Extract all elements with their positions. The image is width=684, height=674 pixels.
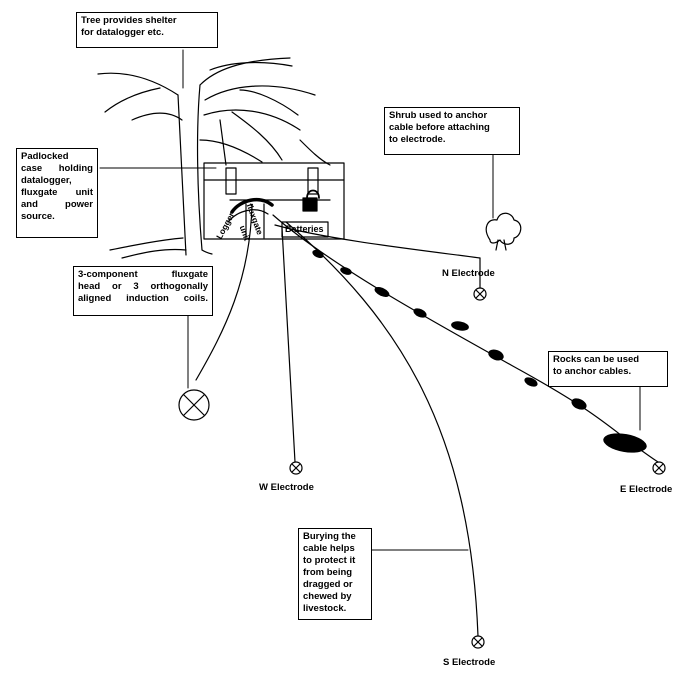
s-electrode-symbol (471, 635, 485, 649)
callout-line: to electrode. (389, 134, 446, 145)
callout-rocks-anchor: Rocks can be used to anchor cables. (548, 351, 668, 387)
fluxgate-head-symbol (178, 389, 210, 421)
rock-icon (451, 321, 469, 331)
callout-burying-cable: Burying the cable helps to protect it fr… (298, 528, 372, 620)
padlock-icon (302, 189, 320, 212)
rock-icon (312, 249, 324, 259)
callout-line: from being (303, 567, 353, 578)
callout-line: aligned induction coils. (78, 293, 208, 304)
s-electrode-label: S Electrode (443, 657, 496, 668)
callout-line: and power (21, 199, 93, 210)
callout-line: case holding (21, 163, 93, 174)
callout-line: cable before attaching (389, 122, 490, 133)
callout-line: Padlocked (21, 151, 69, 162)
callout-padlocked-case: Padlocked case holding datalogger, fluxg… (16, 148, 98, 238)
callout-line: cable helps (303, 543, 355, 554)
batteries-label: Batteries (285, 224, 324, 234)
callout-line: fluxgate unit (21, 187, 93, 198)
callout-line: Burying the (303, 531, 356, 542)
callout-line: chewed by (303, 591, 352, 602)
callout-fluxgate-head: 3-component fluxgate head or 3 orthogona… (73, 266, 213, 316)
shrub-icon (485, 212, 522, 251)
rock-icon (603, 433, 647, 453)
callout-line: to anchor cables. (553, 366, 632, 377)
callout-line: source. (21, 211, 55, 222)
inner-divider-lines (245, 203, 265, 239)
callout-line: Shrub used to anchor (389, 110, 488, 121)
e-electrode-symbol (652, 461, 666, 475)
cables (195, 197, 659, 637)
callout-line: 3-component fluxgate (78, 269, 208, 280)
callout-shrub-anchor: Shrub used to anchor cable before attach… (384, 107, 520, 155)
rock-icon (340, 267, 352, 275)
callout-tree-shelter: Tree provides shelter for datalogger etc… (76, 12, 218, 48)
rock-icon (413, 308, 427, 318)
tree-illustration (97, 57, 331, 259)
rock-icon (524, 377, 538, 387)
n-electrode-label: N Electrode (442, 268, 495, 279)
w-electrode-symbol (289, 461, 303, 475)
rock-icon (374, 287, 390, 297)
rock-icon (571, 398, 587, 410)
rocks (312, 249, 647, 453)
rock-icon (488, 349, 504, 361)
e-electrode-label: E Electrode (620, 484, 673, 495)
callout-line: livestock. (303, 603, 347, 614)
callout-line: to protect it (303, 555, 356, 566)
callout-line: Tree provides shelter (81, 15, 177, 26)
w-electrode-label: W Electrode (259, 482, 314, 493)
callout-line: for datalogger etc. (81, 27, 164, 38)
callout-line: dragged or (303, 579, 353, 590)
callout-line: datalogger, (21, 175, 72, 186)
callout-line: Rocks can be used (553, 354, 640, 365)
n-electrode-symbol (473, 287, 487, 301)
callout-line: head or 3 orthogonally (78, 281, 208, 292)
